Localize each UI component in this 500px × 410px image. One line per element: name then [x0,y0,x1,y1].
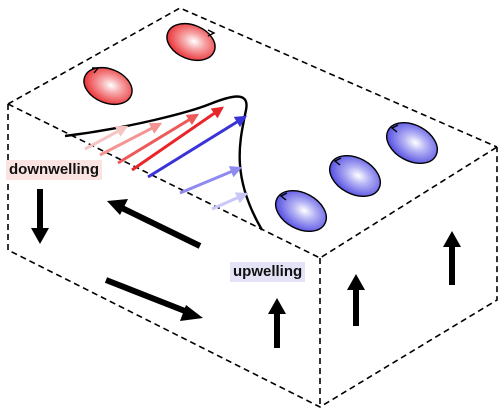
return-flow-arrow [107,199,202,249]
warm-eddy [166,22,216,62]
upwelling-label: upwelling [230,262,306,282]
cold-eddy [386,121,438,165]
cold-eddy [329,154,381,198]
cold-eddy [275,189,327,233]
downwelling-arrow [31,189,49,244]
velocity-profile-curve [64,95,264,231]
box-outline [7,7,498,408]
upwelling-arrow [268,298,286,348]
upwelling-arrow [443,231,461,285]
upwelling-arrow [347,274,365,326]
current-velocity-arrows [84,106,249,211]
downwelling-label: downwelling [6,160,102,180]
bottom-flow-arrow [104,277,203,321]
warm-eddy [83,66,133,106]
